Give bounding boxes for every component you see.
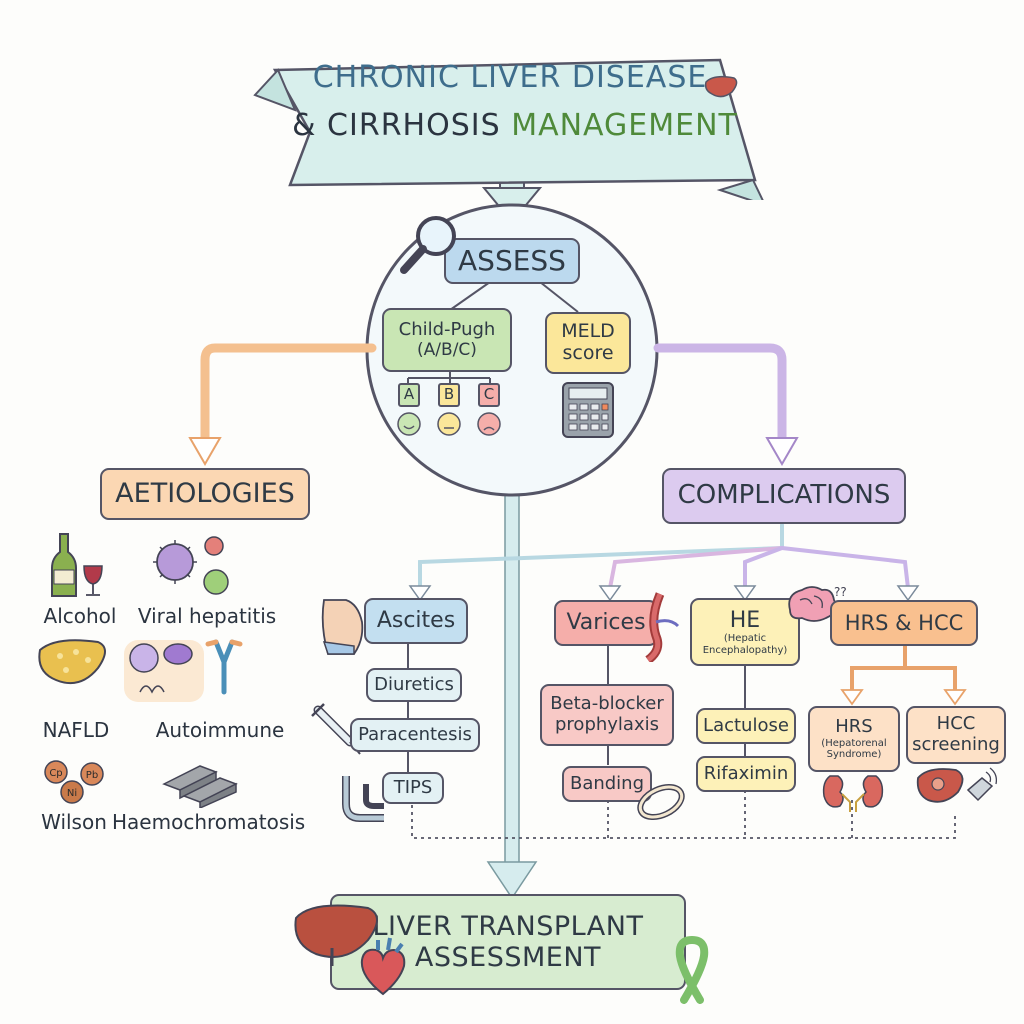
heart-icon — [360, 937, 406, 996]
he-subtitle: (Hepatic Encephalopathy) — [702, 633, 788, 656]
central-arrow — [486, 439, 538, 900]
wilson-tile-pb: Pb — [86, 770, 98, 781]
liver-icon — [704, 75, 738, 98]
aetiology-autoimmune: Autoimmune — [155, 718, 285, 742]
complications-title: COMPLICATIONS — [662, 468, 906, 524]
aetiology-wilson: Wilson — [41, 810, 107, 834]
title-banner — [253, 58, 764, 200]
he-box: HE (Hepatic Encephalopathy) — [690, 598, 800, 666]
aetiologies-arrow — [188, 343, 377, 467]
wilson-tile-cp: Cp — [49, 768, 62, 779]
grade-c-box: C — [478, 383, 500, 407]
he-title: HE — [729, 607, 761, 633]
complications-branches — [418, 523, 910, 590]
band-icon — [637, 783, 685, 821]
meld-line2: score — [562, 342, 614, 364]
transplant-liver-icon — [294, 904, 378, 966]
transplant-line1: LIVER TRANSPLANT — [372, 910, 644, 942]
nafld-liver-icon — [38, 639, 106, 684]
child-pugh-line2: (A/B/C) — [417, 339, 477, 360]
awareness-ribbon-icon — [675, 936, 709, 1004]
aetiology-nafld: NAFLD — [42, 718, 110, 742]
calculator-icon — [562, 382, 614, 438]
assess-title: ASSESS — [444, 238, 580, 284]
wilson-tiles-icon: Cp Pb Ni — [44, 760, 104, 804]
iron-bars-icon — [162, 765, 238, 808]
grade-a-box: A — [398, 383, 420, 407]
vessel-icon — [645, 592, 680, 662]
aetiology-viral-hepatitis: Viral hepatitis — [137, 604, 277, 628]
hrs-title: HRS — [835, 716, 873, 738]
banner-title-line2a: & CIRRHOSIS — [292, 108, 501, 143]
tips-box: TIPS — [382, 772, 444, 804]
kidneys-icon — [822, 775, 884, 812]
virus-icon — [153, 536, 229, 595]
paracentesis-box: Paracentesis — [350, 718, 480, 752]
ultrasound-icon — [916, 767, 998, 803]
meld-box: MELD score — [545, 312, 631, 374]
hrs-hcc-branches — [850, 643, 957, 694]
child-pugh-box: Child-Pugh (A/B/C) — [382, 308, 512, 372]
hcc-screening-box: HCC screening — [906, 706, 1006, 764]
hcc-line2: screening — [912, 734, 1000, 755]
aetiologies-title: AETIOLOGIES — [100, 468, 310, 520]
aetiology-haemochromatosis: Haemochromatosis — [112, 810, 306, 834]
svg-text:??: ?? — [834, 585, 846, 599]
transplant-line2: ASSESSMENT — [414, 942, 602, 973]
complications-arrow — [653, 343, 799, 467]
banner-title-line2b: MANAGEMENT — [511, 108, 738, 143]
beta-blocker-label: Beta-blocker prophylaxis — [550, 693, 664, 735]
assess-branches — [407, 281, 579, 384]
varices-box: Varices — [554, 600, 658, 646]
child-pugh-line1: Child-Pugh — [398, 318, 496, 340]
grade-faces-icon — [397, 412, 501, 436]
alcohol-icon — [51, 533, 103, 597]
hrs-box: HRS (Hepatorenal Syndrome) — [808, 706, 900, 772]
banner-title-line1: CHRONIC LIVER DISEASE — [312, 60, 708, 95]
hcc-line1: HCC — [936, 713, 976, 735]
autoimmune-icon — [124, 639, 243, 702]
wilson-tile-ni: Ni — [67, 788, 77, 799]
banding-box: Banding — [562, 766, 652, 802]
ascites-box: Ascites — [364, 598, 468, 644]
banner-title-line2: & CIRRHOSIS MANAGEMENT — [290, 108, 740, 143]
hrs-subtitle: (Hepatorenal Syndrome) — [821, 737, 887, 761]
grade-b-box: B — [438, 383, 460, 407]
abdomen-icon — [321, 599, 364, 655]
hrs-hcc-box: HRS & HCC — [830, 600, 978, 646]
rifaximin-box: Rifaximin — [696, 756, 796, 792]
diuretics-box: Diuretics — [366, 668, 462, 702]
meld-line1: MELD — [561, 320, 615, 343]
tips-pipe-icon — [342, 776, 384, 822]
magnifier-icon — [400, 216, 456, 274]
aetiology-alcohol: Alcohol — [43, 604, 117, 628]
lactulose-box: Lactulose — [696, 708, 796, 744]
beta-blocker-box: Beta-blocker prophylaxis — [540, 684, 674, 746]
